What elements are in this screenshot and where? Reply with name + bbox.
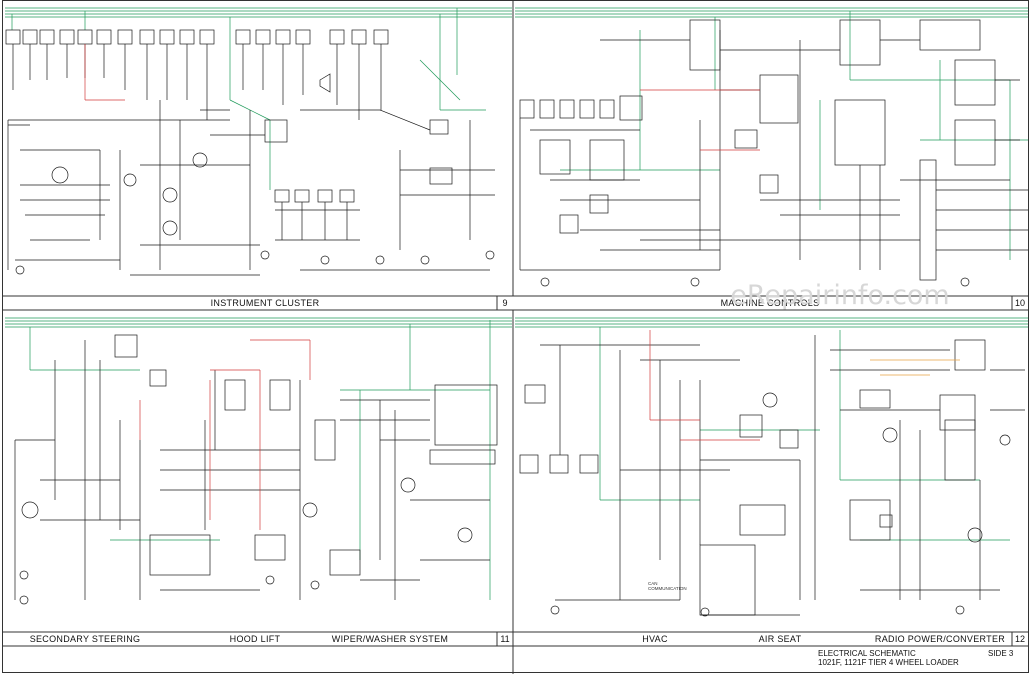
panel-label-instrument-cluster: INSTRUMENT CLUSTER [211, 298, 320, 308]
panel-label-secondary-steering: SECONDARY STEERING [30, 634, 141, 644]
steering-hood-wiper-schematic [5, 317, 512, 605]
hvac-seat-radio-schematic [515, 317, 1028, 617]
title-block-title: ELECTRICAL SCHEMATIC [818, 649, 916, 658]
panel-number-9: 9 [502, 298, 507, 308]
instrument-cluster-schematic [5, 7, 512, 276]
title-block-model: 1021F, 1121F TIER 4 WHEEL LOADER [818, 658, 959, 667]
panel-label-radio-power-converter: RADIO POWER/CONVERTER [875, 634, 1005, 644]
can-communication-label: CAN COMMUNICATION [648, 581, 687, 591]
panel-label-machine-controls: MACHINE CONTROLS [721, 298, 820, 308]
panel-label-air-seat: AIR SEAT [759, 634, 802, 644]
watermark: eRepairinfo.com [730, 280, 949, 311]
machine-controls-schematic [515, 7, 1028, 287]
panel-label-wiper-washer: WIPER/WASHER SYSTEM [332, 634, 448, 644]
panel-label-hood-lift: HOOD LIFT [230, 634, 281, 644]
title-block: ELECTRICAL SCHEMATIC SIDE 3 1021F, 1121F… [818, 649, 1014, 667]
title-block-side: SIDE 3 [988, 649, 1014, 658]
panel-number-11: 11 [500, 634, 509, 644]
panel-number-10: 10 [1015, 298, 1025, 308]
panel-number-12: 12 [1015, 634, 1025, 644]
panel-label-hvac: HVAC [642, 634, 668, 644]
